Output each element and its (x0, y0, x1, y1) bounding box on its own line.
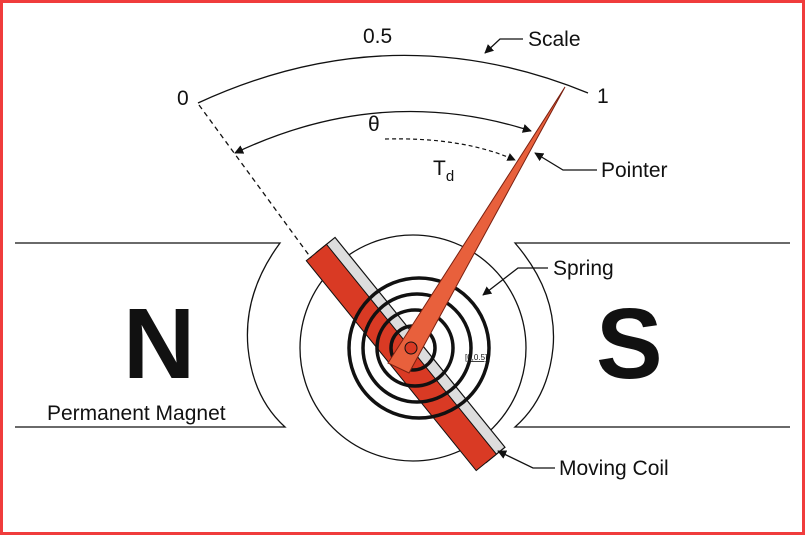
theta-arc (234, 110, 532, 154)
pivot (404, 341, 418, 355)
scale-arc (197, 54, 589, 104)
spring (347, 276, 491, 420)
pointer (387, 86, 566, 374)
pointer-label: Pointer (601, 159, 668, 182)
core-circle (299, 234, 527, 462)
south-label: S (596, 288, 663, 400)
spring-label: Spring (553, 257, 614, 280)
deflecting-torque-arrow (384, 138, 516, 161)
deflecting-torque-label: Td (433, 157, 454, 185)
north-label: N (123, 288, 195, 400)
pointer-leader (534, 152, 597, 171)
small-tag: [0,0.5] (465, 353, 487, 362)
moving-coil-leader (497, 450, 555, 469)
moving-coil-label: Moving Coil (559, 457, 669, 480)
scale-leader (484, 38, 523, 54)
scale-zero: 0 (177, 87, 189, 110)
scale-half: 0.5 (363, 25, 392, 48)
scale-label: Scale (528, 28, 581, 51)
scale-one: 1 (597, 85, 609, 108)
south-pole-piece (513, 242, 790, 428)
north-pole-piece (15, 242, 287, 428)
zero-reference-line (198, 104, 312, 259)
spring-leader (482, 267, 548, 296)
theta-label: θ (368, 113, 380, 136)
pmmc-diagram: N S Permanent Magnet [0,0.5] 0 0.5 1 Sca… (15, 25, 790, 480)
permanent-magnet-label: Permanent Magnet (47, 402, 226, 425)
